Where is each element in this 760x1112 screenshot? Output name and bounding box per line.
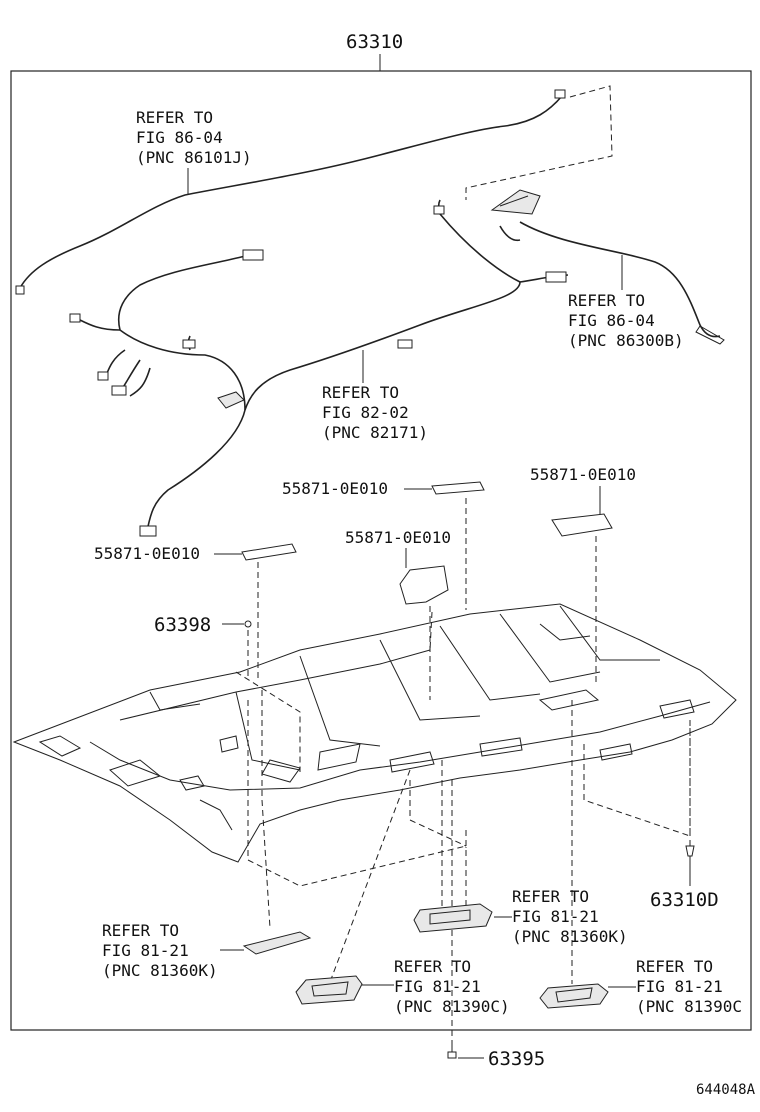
label-screw-63310d[interactable]: 63310D (650, 889, 719, 911)
lamp-81360k-center[interactable] (413, 903, 493, 933)
label-register-top-center[interactable]: 55871-0E010 (282, 479, 388, 498)
label-register-top-right[interactable]: 55871-0E010 (530, 465, 636, 484)
label-wire-86101j: REFER TO FIG 86-04 (PNC 86101J) (136, 108, 252, 167)
screw-63310d[interactable] (685, 845, 695, 886)
register-center[interactable] (399, 565, 449, 605)
assembly-part-number[interactable]: 63310 (346, 31, 403, 53)
roof-headliner[interactable] (12, 603, 737, 863)
figure-code: 644048A (696, 1082, 756, 1098)
lamp-81390c-left[interactable] (295, 975, 363, 1005)
roof-wire-82171[interactable] (69, 199, 569, 537)
label-lamp-81360k-right: REFER TO FIG 81-21 (PNC 81360K) (512, 887, 628, 946)
room-lamp-wire-86300b[interactable] (490, 189, 725, 345)
guide-lamp-left-81390c (329, 769, 411, 983)
label-lamp-81360k-left: REFER TO FIG 81-21 (PNC 81360K) (102, 921, 218, 980)
label-screw-63395[interactable]: 63395 (488, 1048, 545, 1070)
label-lamp-81390c-right: REFER TO FIG 81-21 (PNC 81390C (636, 957, 742, 1016)
guide-register-left (257, 562, 271, 929)
label-register-center[interactable]: 55871-0E010 (345, 528, 451, 547)
clip-63398[interactable] (244, 620, 252, 628)
screw-63395[interactable] (447, 1046, 457, 1059)
register-top-center[interactable] (431, 481, 485, 495)
dash-86101j-connector (465, 85, 613, 200)
label-register-left[interactable]: 55871-0E010 (94, 544, 200, 563)
guide-left-box (235, 671, 467, 887)
lamp-81390c-right[interactable] (539, 983, 609, 1009)
guide-right-box (583, 720, 691, 837)
lamp-81360k-left[interactable] (242, 931, 312, 955)
label-lamp-81390c-left: REFER TO FIG 81-21 (PNC 81390C) (394, 957, 510, 1016)
assembly-frame (10, 70, 752, 1031)
guide-register-center (429, 606, 433, 700)
label-clip-63398[interactable]: 63398 (154, 614, 211, 636)
register-top-right[interactable] (551, 513, 613, 537)
label-wire-86300b: REFER TO FIG 86-04 (PNC 86300B) (568, 291, 684, 350)
register-left[interactable] (241, 543, 297, 561)
roof-wire-86101j[interactable] (15, 89, 566, 295)
guide-center-box (409, 780, 467, 847)
label-wire-82171: REFER TO FIG 82-02 (PNC 82171) (322, 383, 428, 442)
guide-lamp-center-81360k (441, 760, 467, 912)
